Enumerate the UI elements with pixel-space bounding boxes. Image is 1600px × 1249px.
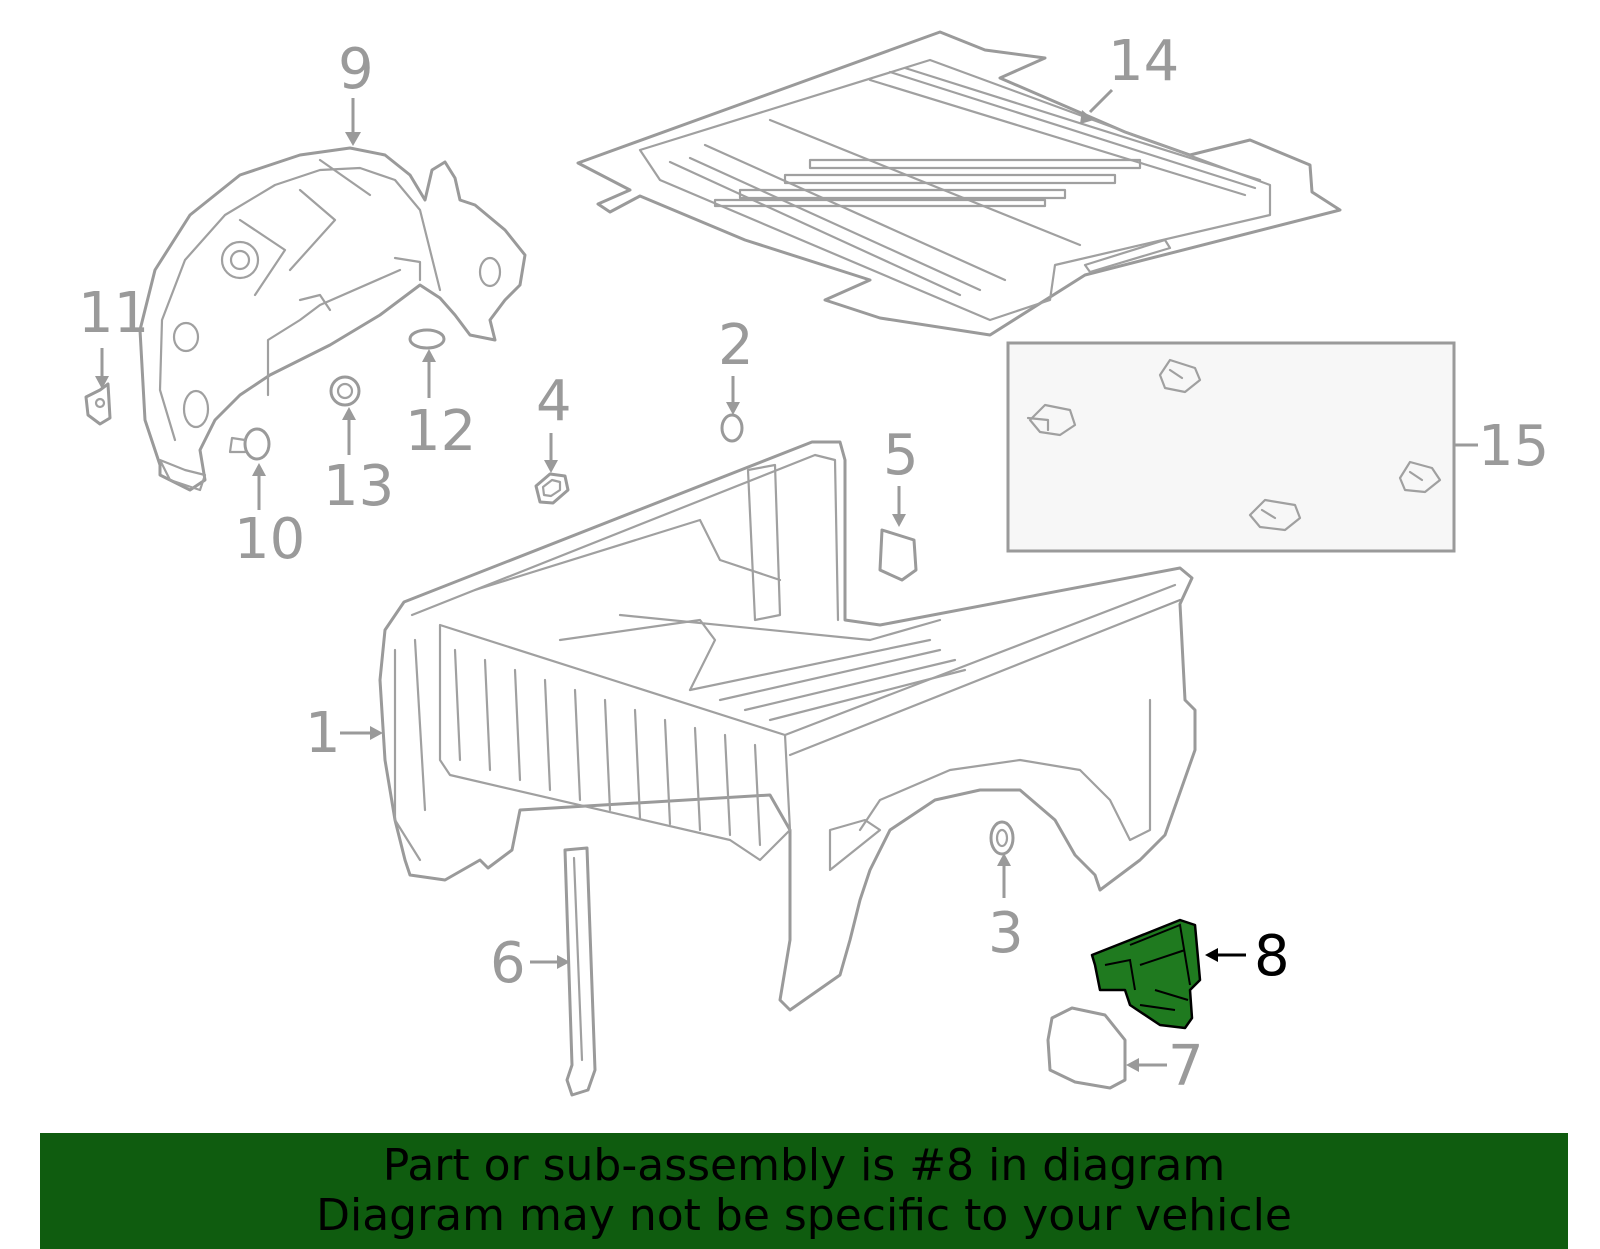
part-4-plug — [534, 472, 570, 505]
part-15-clip-kit — [1006, 341, 1456, 553]
callout-13: 13 — [323, 454, 394, 519]
callout-15: 15 — [1478, 414, 1549, 479]
callout-6: 6 — [490, 931, 526, 996]
callout-1: 1 — [305, 701, 341, 766]
part-1-pickup-box — [378, 440, 1197, 1012]
callout-8-highlighted: 8 — [1254, 924, 1290, 989]
part-2-oring — [720, 413, 744, 443]
part-7-fuel-door — [1046, 1006, 1127, 1090]
part-3-grommet — [989, 820, 1015, 856]
callout-2: 2 — [718, 313, 754, 378]
part-10-push-pin — [228, 427, 271, 461]
part-12-grommet — [408, 328, 446, 350]
callout-3: 3 — [988, 901, 1024, 966]
callout-4: 4 — [536, 369, 572, 434]
banner-disclaimer: Diagram may not be specific to your vehi… — [316, 1190, 1292, 1241]
callout-9: 9 — [338, 37, 374, 102]
callout-7: 7 — [1168, 1034, 1204, 1099]
part-11-bracket — [84, 382, 112, 426]
part-14-bed-mat — [576, 30, 1342, 337]
info-banner: Part or sub-assembly is #8 in diagram Di… — [40, 1133, 1568, 1249]
callout-12: 12 — [405, 399, 476, 464]
callout-11: 11 — [78, 281, 149, 346]
leader-lines — [95, 88, 1478, 1072]
part-9-wheelhouse-liner — [138, 146, 527, 492]
part-8-fuel-housing-highlighted — [1090, 918, 1202, 1030]
part-6-seal — [563, 846, 597, 1097]
callout-5: 5 — [883, 423, 919, 488]
part-13-nut — [329, 375, 361, 407]
banner-part-notice: Part or sub-assembly is #8 in diagram — [382, 1140, 1226, 1191]
callout-10: 10 — [234, 507, 305, 572]
part-5-cover — [878, 528, 918, 582]
callout-labels: 9 14 11 12 13 10 4 2 5 15 1 3 6 7 8 — [78, 29, 1549, 1099]
callout-14: 14 — [1108, 29, 1179, 94]
